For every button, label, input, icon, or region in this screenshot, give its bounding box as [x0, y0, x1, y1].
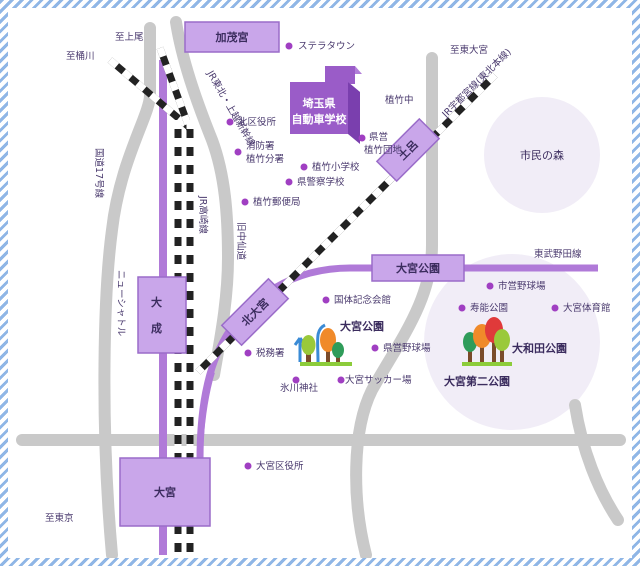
- direction-ageo: 至上尾: [115, 32, 144, 43]
- line-label-kyu-nakasendo: 旧中仙道: [235, 222, 247, 261]
- landmark-uematake-danchi: 植竹団地: [364, 144, 403, 156]
- landmark-kenei: 県営: [369, 131, 388, 143]
- line-label-new-shuttle: ニューシャトル: [115, 270, 126, 337]
- landmark-shobosho-2: 植竹分署: [246, 153, 284, 165]
- shimin-no-mori-area: [484, 97, 600, 213]
- direction-okegawa: 至桶川: [66, 50, 95, 62]
- owada-park-area: [424, 254, 600, 430]
- route-map: 加茂宮 大 成 大宮 北大宮 土呂 大宮公園 埼玉県 自動車学校: [16, 16, 626, 558]
- park-owada-koen: 大和田公園: [512, 341, 567, 355]
- landmark-sterratown: ステラタウン: [298, 41, 355, 52]
- line-label-tobu-noda: 東武野田線: [534, 248, 582, 260]
- park-shimin-no-mori: 市民の森: [520, 148, 564, 162]
- map-canvas: 加茂宮 大 成 大宮 北大宮 土呂 大宮公園 埼玉県 自動車学校: [8, 8, 632, 558]
- direction-higashiomiya: 至東大宮: [450, 44, 488, 56]
- landmark-uematake-yubinkyoku: 植竹郵便局: [253, 196, 301, 208]
- landmark-omiya-taiikukan: 大宮体育館: [563, 302, 611, 314]
- landmark-kokutai-kinenkan: 国体記念会館: [334, 294, 391, 306]
- park-omiya-daini-koen: 大宮第二公園: [444, 374, 510, 388]
- landmark-kenei-yakyujo: 県営野球場: [383, 342, 431, 354]
- driving-school-building[interactable]: 埼玉県 自動車学校: [290, 66, 362, 144]
- landmark-omiya-kuyakusho: 大宮区役所: [256, 460, 304, 472]
- far-right-road: [569, 399, 624, 526]
- ohnari-station-label-b: 成: [151, 321, 162, 335]
- omiya-station-label: 大宮: [154, 485, 176, 499]
- line-label-jr-takasaki: JR高崎線: [197, 195, 209, 234]
- landmark-uematake-naka: 植竹中: [385, 94, 414, 106]
- omiya-koen-station[interactable]: [371, 254, 465, 282]
- landmark-dots: [226, 42, 559, 470]
- landmark-zeimusho: 税務署: [256, 347, 285, 359]
- landmark-jumyo-koen: 寿能公園: [470, 302, 508, 314]
- landmark-hikawa-jinja: 氷川神社: [280, 382, 319, 394]
- landmark-shobosho: 消防署: [246, 140, 275, 152]
- school-label-line2: 自動車学校: [292, 112, 348, 126]
- park-omiya-koen: 大宮公園: [340, 319, 384, 333]
- line-label-route17: 国道17号線: [93, 148, 105, 199]
- landmark-shiei-yakyujo: 市営野球場: [498, 280, 546, 292]
- landmark-omiya-soccer: 大宮サッカー場: [345, 374, 412, 386]
- omiya-station[interactable]: [119, 457, 211, 527]
- tsuchiro-station[interactable]: [375, 117, 441, 183]
- ohnari-station[interactable]: [137, 276, 187, 354]
- landmark-kitaku-yakusho: 北区役所: [238, 116, 277, 128]
- line-label-jr-utsunomiya: JR宇都宮線(東北本線): [439, 46, 514, 121]
- owada-park-tree-icon: [462, 317, 512, 366]
- omiya-park-tree-icon: [293, 323, 352, 366]
- omiya-koen-station-label: 大宮公園: [396, 261, 440, 275]
- landmark-uematake-shogakko: 植竹小学校: [312, 161, 360, 173]
- landmark-keisatsu-gakko: 県警察学校: [297, 176, 345, 188]
- kitaomiya-station[interactable]: [220, 277, 290, 347]
- kamoda-station[interactable]: [184, 21, 280, 53]
- kyu-nakasendo-road: [170, 16, 234, 381]
- kamoda-station-label: 加茂宮: [215, 30, 249, 44]
- route17-road: [98, 22, 156, 558]
- direction-tokyo: 至東京: [45, 512, 74, 524]
- school-label-line1: 埼玉県: [303, 96, 336, 110]
- ohnari-station-label-a: 大: [151, 295, 162, 309]
- east-vertical-road: [350, 52, 438, 558]
